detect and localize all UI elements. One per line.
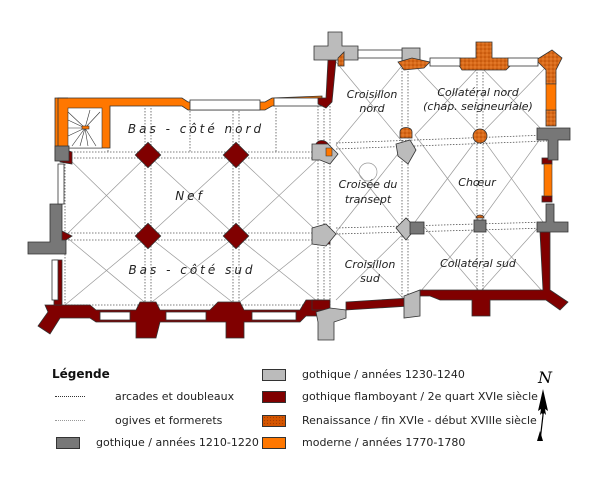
legend-item-moderne: moderne / années 1770-1780: [262, 436, 465, 449]
legend-item-arcades: arcades et doubleaux: [55, 390, 234, 403]
swatch-moderne: [262, 436, 286, 449]
legend: Légende arcades et doubleaux ogives et f…: [0, 360, 601, 480]
label-croisee-2: transept: [345, 193, 392, 206]
label-croisillon-nord-2: nord: [359, 102, 385, 115]
dotted-line-swatch: [55, 396, 85, 397]
label-collateral-nord-1: Collatéral nord: [437, 86, 519, 99]
label-croisillon-sud-1: Croisillon: [345, 258, 396, 271]
north-label: N: [537, 368, 553, 387]
moderne-small: [325, 83, 557, 197]
legend-item-gothique-1210: gothique / années 1210-1220: [56, 436, 259, 449]
swatch-flamboyant: [262, 390, 286, 403]
label-bas-cote-sud: Bas - côté sud: [128, 263, 255, 277]
croisee-circle: [358, 162, 378, 182]
north-arrow-icon: N: [537, 368, 553, 442]
legend-item-gothique-1230: gothique / années 1230-1240: [262, 368, 465, 381]
compass: N: [528, 365, 558, 445]
flamboyant-walls: [37, 59, 569, 339]
legend-title: Légende: [52, 367, 110, 381]
label-collateral-nord-2: (chap. seigneuriale): [423, 100, 533, 113]
swatch-gothique-1210: [56, 436, 80, 449]
legend-item-ogives: ogives et formerets: [55, 414, 222, 427]
staircase: [67, 107, 103, 149]
label-nef: Nef: [175, 189, 205, 203]
label-croisee-1: Croisée du: [339, 178, 398, 191]
label-bas-cote-nord: Bas - côté nord: [128, 122, 264, 136]
ogives: [64, 61, 548, 306]
label-croisillon-nord-1: Croisillon: [347, 88, 398, 101]
legend-item-flamboyant: gothique flamboyant / 2e quart XVIe sièc…: [262, 390, 538, 403]
north-windows: [51, 49, 539, 301]
fine-line-swatch: [55, 420, 85, 421]
gothique-1210-1220: [27, 127, 571, 255]
north-aisle-wall-moderne: [54, 95, 323, 161]
swatch-gothique-1230: [262, 368, 286, 381]
room-labels: Bas - côté nord Nef Bas - côté sud Crois…: [128, 86, 533, 285]
renaissance: [337, 41, 563, 219]
label-collateral-sud: Collatéral sud: [440, 257, 517, 270]
legend-item-renaissance: Renaissance / fin XVIe - début XVIIIe si…: [262, 414, 537, 427]
label-choeur: Chœur: [458, 176, 497, 189]
swatch-renaissance: [262, 414, 286, 427]
church-floor-plan: Bas - côté nord Nef Bas - côté sud Crois…: [27, 31, 571, 341]
label-croisillon-sud-2: sud: [360, 272, 381, 285]
